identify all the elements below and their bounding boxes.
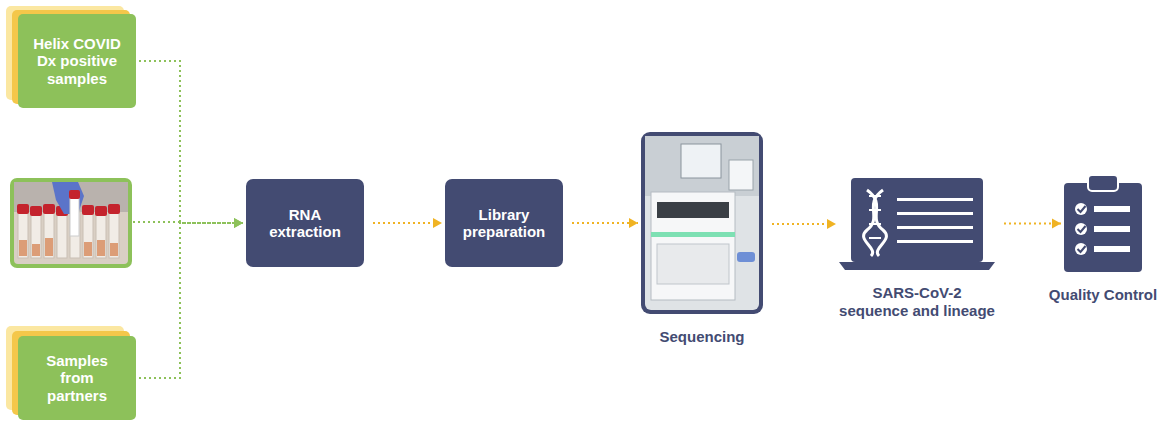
icon-node: SARS-CoV-2 sequence and lineage (835, 178, 1000, 320)
flow-arrow (572, 218, 638, 228)
icon-node: Quality Control (1047, 175, 1160, 304)
icon-node: Sequencing (639, 132, 765, 346)
process-box: Samples from partners (18, 336, 136, 420)
process-box: RNA extraction (246, 179, 364, 267)
process-box: Helix COVID Dx positive samples (18, 14, 136, 108)
box-label: RNA extraction (259, 206, 351, 241)
sample-photo (10, 178, 132, 268)
icon-label: SARS-CoV-2 sequence and lineage (837, 284, 998, 320)
process-box: Library preparation (445, 179, 563, 267)
flow-arrow (139, 218, 243, 378)
box-label: Library preparation (456, 206, 552, 241)
sequencer-photo (641, 132, 763, 314)
merge-line (133, 221, 180, 223)
clipboard-icon (1064, 175, 1142, 272)
box-label: Helix COVID Dx positive samples (27, 35, 127, 87)
flow-arrow (1004, 219, 1061, 229)
flow-arrow (139, 61, 243, 228)
laptop-icon (839, 178, 995, 270)
flow-arrow (772, 219, 836, 229)
box-label: Samples from partners (37, 352, 117, 404)
flow-arrow (373, 218, 442, 228)
icon-label: Quality Control (1049, 286, 1157, 304)
icon-label: Sequencing (659, 328, 744, 346)
